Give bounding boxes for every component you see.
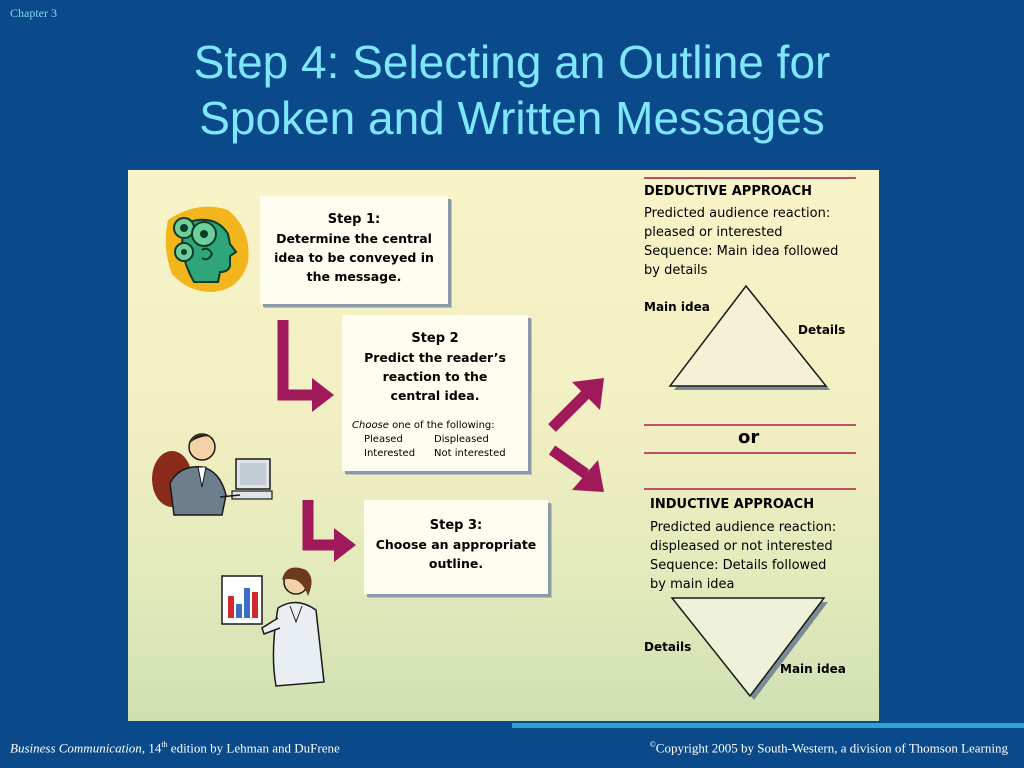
- step-1-box: Step 1: Determine the central idea to be…: [260, 196, 448, 304]
- footer-accent-bar: [512, 723, 1024, 728]
- choose-grid: Pleased Displeased Interested Not intere…: [364, 433, 514, 461]
- deductive-triangle: [668, 284, 828, 387]
- footer-copyright: ©Copyright 2005 by South-Western, a divi…: [650, 740, 1008, 756]
- footer-book-title: Business Communication: [10, 740, 142, 756]
- or-label: or: [738, 427, 760, 448]
- title-line-1: Step 4: Selecting an Outline for: [193, 36, 831, 88]
- inductive-reaction: Predicted audience reaction: displeased …: [650, 518, 836, 594]
- inductive-triangle: [670, 597, 826, 698]
- footer-copyright-symbol: ©: [649, 740, 656, 749]
- step-2-heading: Step 2: [411, 331, 459, 346]
- diagram-panel: Step 1: Determine the central idea to be…: [128, 170, 879, 721]
- arrow-to-deductive: [548, 388, 592, 432]
- footer-copyright-text: Copyright 2005 by South-Western, a divis…: [655, 740, 1008, 756]
- deductive-sequence-line-2: by details: [644, 263, 708, 278]
- flow-arrows: [277, 284, 830, 700]
- footer-book-credit: Business Communication, 14th edition by …: [10, 740, 340, 756]
- businesswoman-chart-icon: [221, 567, 325, 687]
- step-3-heading: Step 3:: [429, 518, 483, 533]
- inductive-sequence-line-2: by main idea: [650, 577, 735, 592]
- step-3-box: Step 3: Choose an appropriate outline.: [364, 500, 548, 594]
- businessman-computer-icon: [152, 433, 273, 516]
- step-2-box: Step 2 Predict the reader’s reaction to …: [342, 315, 528, 471]
- arrow-step1-to-step2: [277, 320, 316, 401]
- head-gears-icon: [165, 206, 249, 292]
- step-1-heading: Step 1:: [327, 212, 381, 227]
- option-pleased: Pleased: [364, 434, 403, 445]
- or-top-rule: [644, 424, 856, 426]
- deductive-label-main-idea: Main idea: [644, 300, 710, 314]
- footer-edition-num: , 14: [141, 740, 162, 756]
- step-2-text: Predict the reader’s reaction to the cen…: [364, 350, 506, 403]
- choose-options: Choose one of the following: Pleased Dis…: [352, 419, 514, 461]
- inductive-sequence-line-1: Sequence: Details followed: [650, 558, 827, 573]
- inductive-top-rule: [644, 488, 856, 490]
- option-not-interested: Not interested: [434, 448, 506, 459]
- option-displeased: Displeased: [434, 434, 489, 445]
- title-line-2: Spoken and Written Messages: [199, 92, 825, 144]
- footer-edition-rest: edition by Lehman and DuFrene: [167, 740, 340, 756]
- deductive-top-rule: [644, 177, 856, 179]
- deductive-label-details: Details: [798, 323, 846, 337]
- choose-instruction: Choose one of the following:: [352, 419, 514, 433]
- inductive-heading: INDUCTIVE APPROACH: [650, 497, 815, 512]
- deductive-heading: DEDUCTIVE APPROACH: [644, 184, 813, 199]
- step-3-text: Choose an appropriate outline.: [375, 537, 537, 571]
- inductive-label-main-idea: Main idea: [780, 662, 846, 676]
- step-1-text: Determine the central idea to be conveye…: [274, 231, 434, 284]
- option-interested: Interested: [364, 448, 416, 459]
- footer-edition-sup: th: [161, 740, 168, 749]
- deductive-reaction-value: pleased or interested: [644, 225, 783, 240]
- inductive-reaction-value: displeased or not interested: [650, 539, 833, 554]
- arrow-to-inductive: [548, 445, 590, 479]
- inductive-label-details: Details: [644, 640, 692, 654]
- deductive-reaction-label: Predicted audience reaction:: [644, 206, 831, 221]
- or-bottom-rule: [644, 452, 856, 454]
- slide-title: Step 4: Selecting an Outline for Spoken …: [0, 34, 1024, 146]
- deductive-sequence-line-1: Sequence: Main idea followed: [644, 244, 839, 259]
- deductive-reaction: Predicted audience reaction: pleased or …: [644, 204, 838, 280]
- choose-lead: Choose: [352, 420, 389, 431]
- arrow-step2-to-step3: [302, 500, 338, 551]
- chapter-label: Chapter 3: [10, 6, 57, 20]
- choose-rest: one of the following:: [388, 420, 495, 431]
- inductive-reaction-label: Predicted audience reaction:: [650, 520, 837, 535]
